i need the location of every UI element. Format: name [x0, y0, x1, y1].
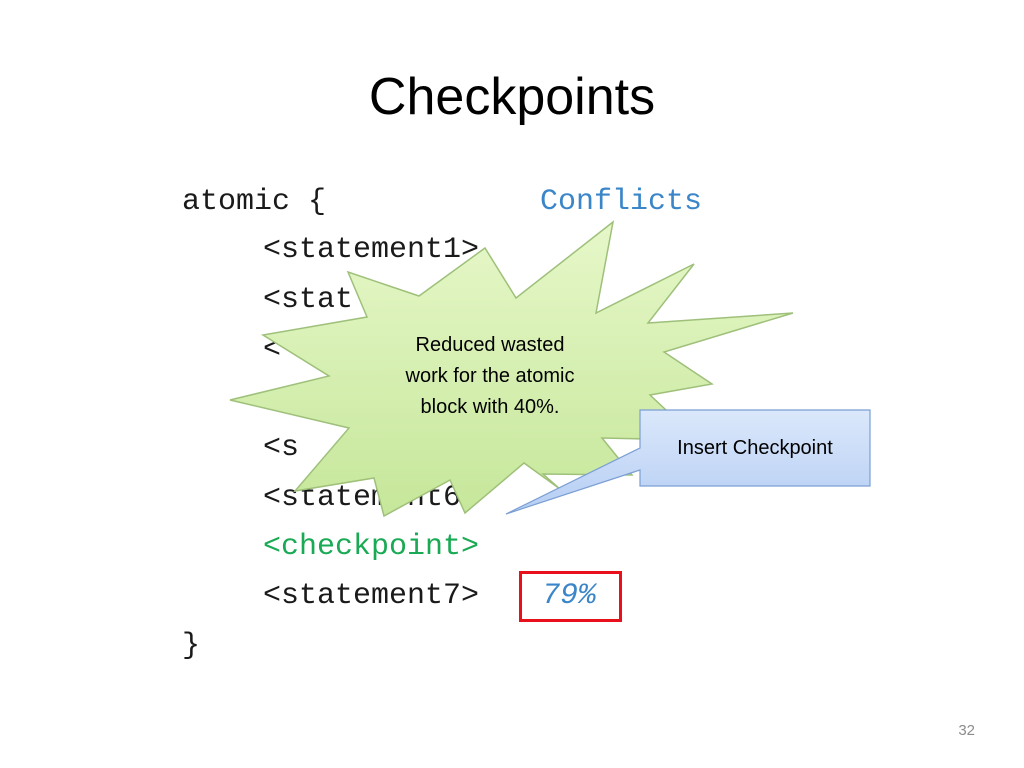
code-statement1: <statement1> — [263, 233, 480, 267]
page-number: 32 — [958, 722, 975, 739]
starburst-text: Reduced wasted work for the atomic block… — [380, 330, 600, 423]
starburst-line-1: Reduced wasted — [415, 334, 565, 356]
insert-checkpoint-callout — [505, 409, 871, 515]
insert-checkpoint-label: Insert Checkpoint — [677, 436, 833, 459]
code-statement5: <s — [263, 431, 300, 465]
highlight-box — [519, 571, 622, 622]
code-statement2-start: <stat — [263, 283, 354, 317]
statement7-conflict-percent: 79% — [542, 579, 597, 613]
code-atomic-close: } — [182, 629, 201, 663]
code-checkpoint: <checkpoint> — [263, 530, 480, 564]
code-statement7: <statement7> — [263, 579, 480, 613]
starburst-line-3: block with 40%. — [420, 396, 560, 418]
starburst-line-2: work for the atomic — [405, 365, 575, 387]
column-header-conflicts: Conflicts — [540, 185, 703, 219]
slide-title: Checkpoints — [368, 68, 656, 126]
code-atomic-open: atomic { — [182, 185, 327, 219]
